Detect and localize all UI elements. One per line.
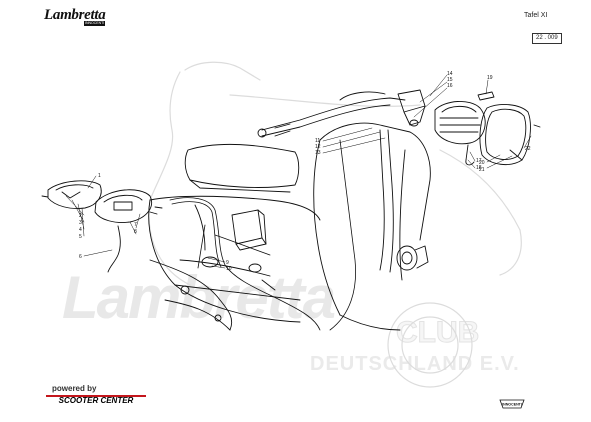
callout-11: 11 [315,138,320,144]
callout-17: 17 [476,158,482,164]
rear-frame-stub [149,259,233,331]
callout-21: 21 [479,167,485,173]
callout-13: 13 [315,150,321,156]
horn [396,245,429,271]
regulator-box [231,209,267,251]
callout-16: 16 [447,83,453,89]
legshield-body [313,122,431,331]
plate-code: 22 . 009 [532,33,562,44]
rear-lamp-cable [107,225,121,273]
watermark-lambretta: Lambretta [62,264,336,331]
callout-14: 14 [447,71,453,77]
innocenti-badge-text: INNOCENTI [502,403,522,407]
watermark-association: DEUTSCHLAND E.V. [310,353,520,375]
side-panel [148,195,321,323]
lambretta-logo-text: Lambretta [44,7,106,23]
rear-lamp-right [94,189,152,223]
rear-lamp-screws [41,195,163,215]
scooter-center-logo: SCOOTER CENTER [46,395,146,406]
callout-4: 4 [79,227,82,233]
callout-15: 15 [447,77,453,83]
callout-20: 20 [479,160,485,166]
scooter-center-text: SCOOTER CENTER [58,396,134,405]
callout-8: 8 [134,229,137,235]
callout-1: 1 [98,173,101,179]
callout-5: 5 [79,234,82,240]
innocenti-logo-sub: INNOCENTI [84,21,106,26]
callout-22: 22 [525,146,531,152]
callout-6: 6 [79,254,82,260]
wiring-loom [169,139,356,331]
powered-by-label: powered by [52,384,97,393]
small-bracket [477,91,495,101]
handlebar-assembly [257,91,406,138]
bulb-wires [465,124,541,166]
coil-assembly [194,204,276,291]
callout-3: 3 [79,220,82,226]
callout-19: 19 [487,75,493,81]
headlamp-assembly [434,101,486,145]
leader-lines [65,74,532,269]
seat [184,143,300,193]
callout-18: 18 [476,165,482,171]
lambretta-logo: Lambretta INNOCENTI [44,8,112,30]
plate-title: Tafel XI [524,12,548,19]
watermark-scooter-outline [148,61,522,388]
innocenti-badge: INNOCENTI [499,399,525,409]
headlamp-rim [479,104,531,166]
scooter-center-accent-bar [46,395,146,397]
callout-2: 2 [79,213,82,219]
callout-7: 7 [134,222,137,228]
callout-9: 9 [226,260,229,266]
callout-12: 12 [315,144,321,150]
speedometer-switch [397,89,426,127]
callout-10: 10 [226,266,232,272]
